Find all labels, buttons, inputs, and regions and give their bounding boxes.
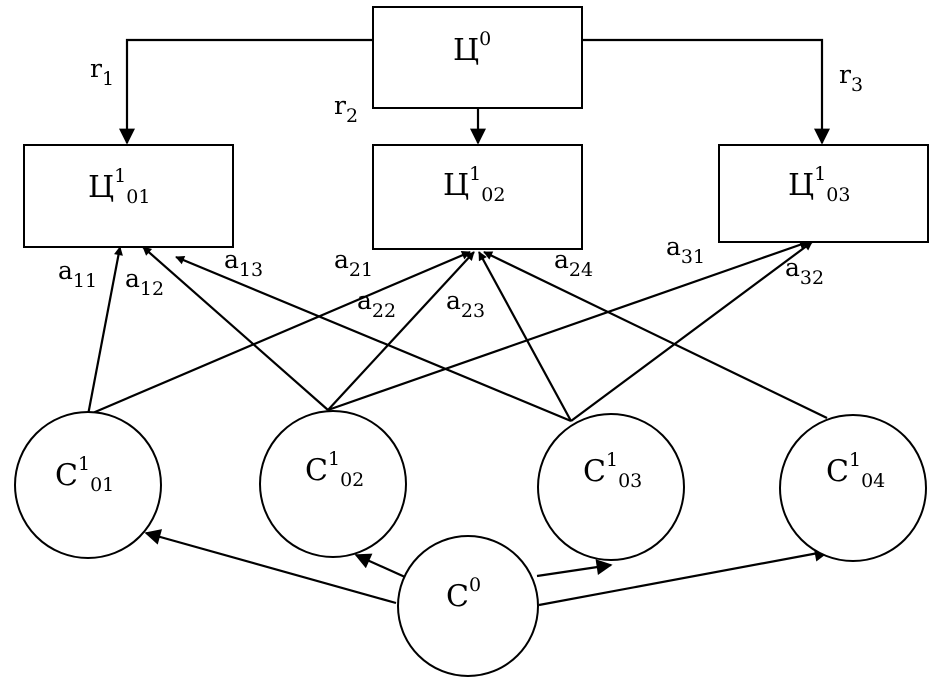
edge-root-c4 bbox=[538, 545, 831, 607]
label-a31: a31 bbox=[666, 232, 705, 268]
means-root-label: С0 bbox=[446, 574, 481, 614]
means-root: С0 bbox=[397, 535, 539, 677]
means-03-label: С103 bbox=[583, 449, 642, 492]
label-a13: a13 bbox=[224, 245, 263, 281]
label-r2: r2 bbox=[334, 91, 358, 127]
label-a24: a24 bbox=[554, 245, 593, 281]
edge-c2-g3 bbox=[327, 240, 809, 412]
label-r3: r3 bbox=[839, 60, 863, 96]
label-a11: a11 bbox=[58, 256, 97, 292]
edge-root-c1 bbox=[144, 529, 397, 605]
means-04: С104 bbox=[779, 414, 927, 562]
label-a21: a21 bbox=[334, 245, 373, 281]
goal-02-label: Ц102 bbox=[443, 163, 505, 206]
weight-edges bbox=[86, 240, 828, 423]
means-02: С102 bbox=[259, 410, 407, 558]
edge-c2-g2 bbox=[327, 251, 475, 411]
label-r1: r1 bbox=[90, 54, 114, 90]
goal-top: Ц0 bbox=[372, 6, 583, 109]
edge-root-c2 bbox=[354, 553, 406, 579]
label-a32: a32 bbox=[785, 253, 824, 289]
edge-root-c3 bbox=[536, 559, 613, 578]
goal-edges bbox=[119, 38, 830, 145]
goal-01: Ц101 bbox=[23, 144, 234, 248]
goal-03: Ц103 bbox=[718, 144, 929, 243]
means-01: С101 bbox=[14, 411, 162, 559]
edge-r1 bbox=[119, 38, 373, 145]
edge-c4-g2 bbox=[483, 251, 828, 419]
edge-c3-g2 bbox=[478, 251, 572, 422]
edge-r3 bbox=[582, 38, 830, 145]
goal-03-label: Ц103 bbox=[788, 163, 850, 206]
means-02-label: С102 bbox=[305, 448, 364, 491]
edge-c3-g3 bbox=[570, 241, 813, 422]
goal-02: Ц102 bbox=[372, 144, 583, 250]
label-a23: a23 bbox=[446, 286, 485, 322]
edge-c1-g1 bbox=[86, 246, 123, 416]
edge-c3-g1 bbox=[175, 255, 572, 423]
means-01-label: С101 bbox=[55, 453, 114, 496]
means-04-label: С104 bbox=[826, 449, 885, 492]
edge-c1-g2 bbox=[87, 250, 471, 417]
means-edges bbox=[144, 529, 831, 607]
means-03: С103 bbox=[537, 413, 685, 561]
goal-top-label: Ц0 bbox=[453, 28, 491, 68]
goal-01-label: Ц101 bbox=[88, 165, 150, 208]
edge-c2-g1 bbox=[142, 246, 329, 411]
label-a12: a12 bbox=[125, 264, 164, 300]
label-a22: a22 bbox=[357, 286, 396, 322]
